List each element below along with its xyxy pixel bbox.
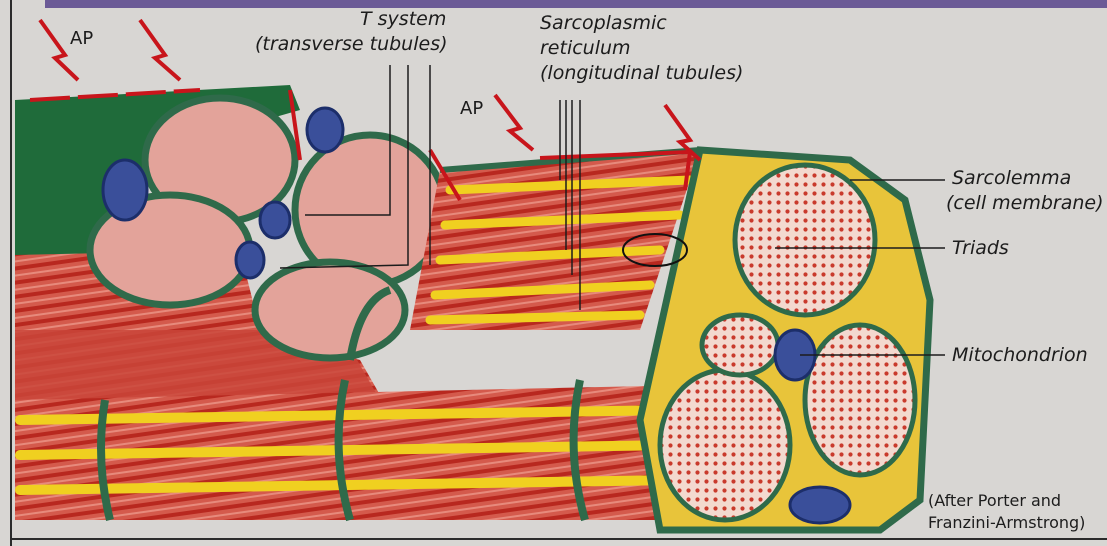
sr-label-line3: (longitudinal tubules) bbox=[540, 62, 743, 84]
triads-label: Triads bbox=[952, 237, 1009, 259]
sarcolemma-sublabel: (cell membrane) bbox=[946, 192, 1104, 214]
ap-label-2: AP bbox=[460, 98, 483, 119]
sarcolemma-label: Sarcolemma bbox=[952, 167, 1071, 189]
credit-text: (After Porter and Franzini-Armstrong) bbox=[928, 490, 1085, 534]
sr-label-line1: Sarcoplasmic bbox=[540, 12, 667, 34]
t-system-label: T system bbox=[360, 8, 446, 30]
t-system-sublabel: (transverse tubules) bbox=[255, 33, 448, 55]
mitochondrion-label: Mitochondrion bbox=[952, 344, 1088, 366]
credit-line-2: Franzini-Armstrong) bbox=[928, 512, 1085, 534]
ap-label-1: AP bbox=[70, 28, 93, 49]
credit-line-1: (After Porter and bbox=[928, 490, 1085, 512]
sr-label-line2: reticulum bbox=[540, 37, 631, 59]
